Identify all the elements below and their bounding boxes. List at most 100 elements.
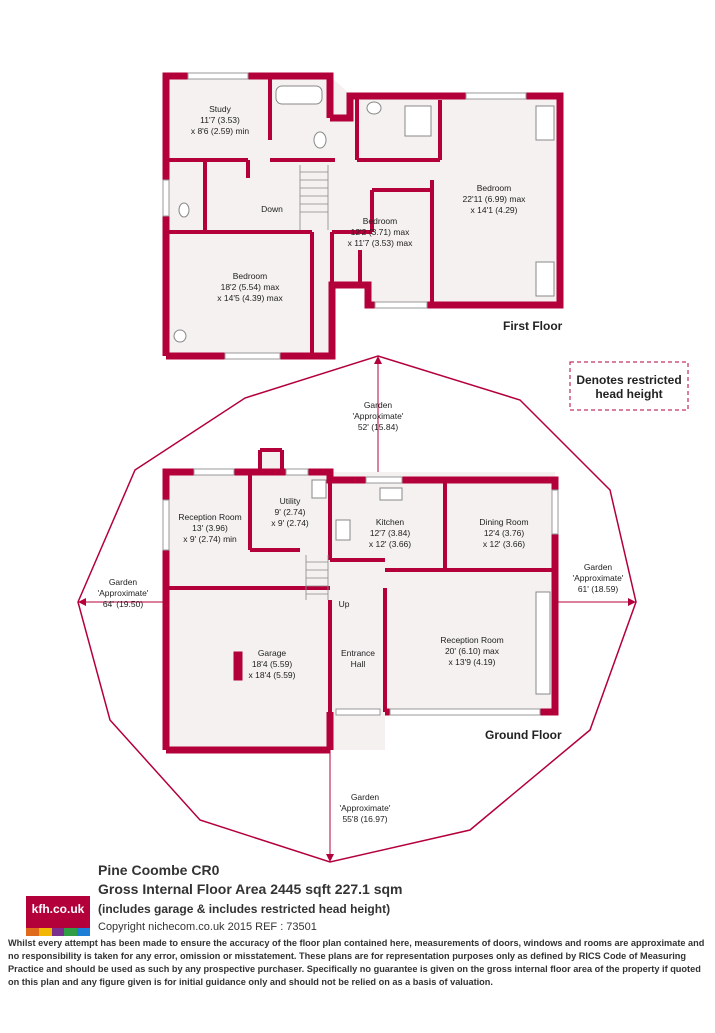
bedroom2-dim-2: x 11'7 (3.53) max bbox=[348, 238, 414, 248]
svg-text:Utility: Utility bbox=[280, 496, 302, 506]
svg-text:Hall: Hall bbox=[351, 659, 366, 669]
garden-top-approx: 'Approximate' bbox=[353, 411, 404, 421]
study-name: Study bbox=[209, 104, 231, 114]
svg-text:Bedroom: Bedroom bbox=[233, 271, 268, 281]
garage-dim-1: 18'4 (5.59) bbox=[252, 659, 293, 669]
svg-text:18'2 (5.54) max: 18'2 (5.54) max bbox=[221, 282, 281, 292]
svg-text:Garden: Garden bbox=[109, 577, 138, 587]
logo-bar bbox=[77, 928, 90, 936]
garden-boundary bbox=[77, 355, 637, 863]
svg-text:'Approximate': 'Approximate' bbox=[573, 573, 624, 583]
svg-text:18'4 (5.59): 18'4 (5.59) bbox=[252, 659, 293, 669]
study-dim-2: x 8'6 (2.59) min bbox=[191, 126, 250, 136]
svg-text:Bedroom: Bedroom bbox=[477, 183, 512, 193]
first-floor-room-labels: Study 11'7 (3.53) x 8'6 (2.59) min Bedro… bbox=[191, 104, 526, 303]
svg-text:Reception Room: Reception Room bbox=[178, 512, 241, 522]
dining-name: Dining Room bbox=[479, 517, 528, 527]
utility-name: Utility bbox=[280, 496, 302, 506]
property-copyright: Copyright nichecom.co.uk 2015 REF : 7350… bbox=[98, 921, 317, 933]
svg-text:First Floor: First Floor bbox=[503, 319, 563, 333]
first-floor-stairs bbox=[299, 165, 329, 230]
reception2-dim-1: 20' (6.10) max bbox=[445, 646, 500, 656]
first-floor-label: First Floor bbox=[503, 319, 563, 333]
bedroom3-dim-1: 18'2 (5.54) max bbox=[221, 282, 281, 292]
first-floor-area bbox=[166, 76, 560, 356]
property-title: Pine Coombe CR0 bbox=[98, 862, 220, 878]
svg-text:61' (18.59): 61' (18.59) bbox=[578, 584, 619, 594]
garden-dimension-lines bbox=[80, 358, 634, 860]
garage-dim-2: x 18'4 (5.59) bbox=[249, 670, 296, 680]
garden-bottom-dim: 55'8 (16.97) bbox=[342, 814, 387, 824]
reception1-name: Reception Room bbox=[178, 512, 241, 522]
ground-floor-windows bbox=[162, 468, 559, 716]
legend-line-1: Denotes restricted bbox=[576, 373, 681, 387]
dining-dim-1: 12'4 (3.76) bbox=[484, 528, 525, 538]
garden-left-name: Garden bbox=[109, 577, 138, 587]
garden-left-dim: 64' (19.50) bbox=[103, 599, 144, 609]
ground-floor-plan: Reception Room 13' (3.96) x 9' (2.74) mi… bbox=[162, 448, 562, 754]
bedroom3-name: Bedroom bbox=[233, 271, 268, 281]
property-note: (includes garage & includes restricted h… bbox=[98, 902, 391, 916]
svg-text:13' (3.96): 13' (3.96) bbox=[192, 523, 228, 533]
garden-top-name: Garden bbox=[364, 400, 393, 410]
svg-text:12'7 (3.84): 12'7 (3.84) bbox=[370, 528, 411, 538]
first-floor-inner-walls bbox=[166, 76, 442, 356]
study-dim-1: 11'7 (3.53) bbox=[200, 115, 240, 125]
ground-floor-label: Ground Floor bbox=[485, 728, 562, 742]
restricted-head-height-legend: Denotes restricted head height bbox=[569, 361, 689, 411]
stairs-up-label: Up bbox=[339, 599, 350, 609]
svg-text:x 12' (3.66): x 12' (3.66) bbox=[369, 539, 411, 549]
reception2-dim-2: x 13'9 (4.19) bbox=[449, 657, 496, 667]
kitchen-dim-1: 12'7 (3.84) bbox=[370, 528, 411, 538]
kfh-logo[interactable]: kfh.co.uk bbox=[26, 896, 90, 936]
bedroom3-dim-2: x 14'5 (4.39) max bbox=[217, 293, 283, 303]
logo-bar bbox=[38, 928, 52, 936]
ground-floor-area bbox=[166, 450, 555, 750]
bedroom1-name: Bedroom bbox=[477, 183, 512, 193]
svg-text:x 11'7 (3.53) max: x 11'7 (3.53) max bbox=[348, 238, 414, 248]
svg-text:x 14'1 (4.29): x 14'1 (4.29) bbox=[471, 205, 518, 215]
svg-text:Down: Down bbox=[261, 204, 283, 214]
svg-text:x 9' (2.74) min: x 9' (2.74) min bbox=[183, 534, 237, 544]
kitchen-dim-2: x 12' (3.66) bbox=[369, 539, 411, 549]
svg-text:'Approximate': 'Approximate' bbox=[340, 803, 391, 813]
svg-text:x 14'5 (4.39) max: x 14'5 (4.39) max bbox=[217, 293, 283, 303]
svg-text:9' (2.74): 9' (2.74) bbox=[275, 507, 306, 517]
svg-text:head height: head height bbox=[595, 387, 662, 401]
svg-text:x 18'4 (5.59): x 18'4 (5.59) bbox=[249, 670, 296, 680]
reception1-dim-1: 13' (3.96) bbox=[192, 523, 228, 533]
svg-text:55'8 (16.97): 55'8 (16.97) bbox=[342, 814, 387, 824]
garden-top-dim: 52' (15.84) bbox=[358, 422, 399, 432]
svg-text:Garden: Garden bbox=[351, 792, 380, 802]
svg-text:x 8'6 (2.59) min: x 8'6 (2.59) min bbox=[191, 126, 250, 136]
svg-text:'Approximate': 'Approximate' bbox=[353, 411, 404, 421]
garage-name: Garage bbox=[258, 648, 287, 658]
dining-dim-2: x 12' (3.66) bbox=[483, 539, 525, 549]
svg-text:Denotes restricted: Denotes restricted bbox=[576, 373, 681, 387]
logo-bar bbox=[64, 928, 78, 936]
svg-text:Reception Room: Reception Room bbox=[440, 635, 503, 645]
bedroom1-dim-1: 22'11 (6.99) max bbox=[463, 194, 527, 204]
property-area: Gross Internal Floor Area 2445 sqft 227.… bbox=[98, 881, 403, 897]
hall-name-1: Entrance bbox=[341, 648, 375, 658]
garden-right-approx: 'Approximate' bbox=[573, 573, 624, 583]
first-floor-fixtures bbox=[173, 85, 555, 343]
legend-line-2: head height bbox=[595, 387, 662, 401]
ground-floor-fixtures bbox=[233, 479, 551, 695]
garden-bottom-approx: 'Approximate' bbox=[340, 803, 391, 813]
svg-text:Garage: Garage bbox=[258, 648, 287, 658]
reception1-dim-2: x 9' (2.74) min bbox=[183, 534, 237, 544]
ground-floor-inner-walls bbox=[166, 448, 555, 712]
svg-text:x 12' (3.66): x 12' (3.66) bbox=[483, 539, 525, 549]
svg-text:Entrance: Entrance bbox=[341, 648, 375, 658]
bedroom2-dim-1: 12'2 (3.71) max bbox=[351, 227, 411, 237]
svg-text:Garden: Garden bbox=[364, 400, 393, 410]
garden-labels: Garden 'Approximate' 52' (15.84) Garden … bbox=[98, 400, 624, 824]
garden-bottom-name: Garden bbox=[351, 792, 380, 802]
bedroom2-name: Bedroom bbox=[363, 216, 398, 226]
ground-floor-stairs bbox=[305, 555, 329, 600]
svg-text:Garden: Garden bbox=[584, 562, 613, 572]
svg-text:Bedroom: Bedroom bbox=[363, 216, 398, 226]
svg-text:Up: Up bbox=[339, 599, 350, 609]
